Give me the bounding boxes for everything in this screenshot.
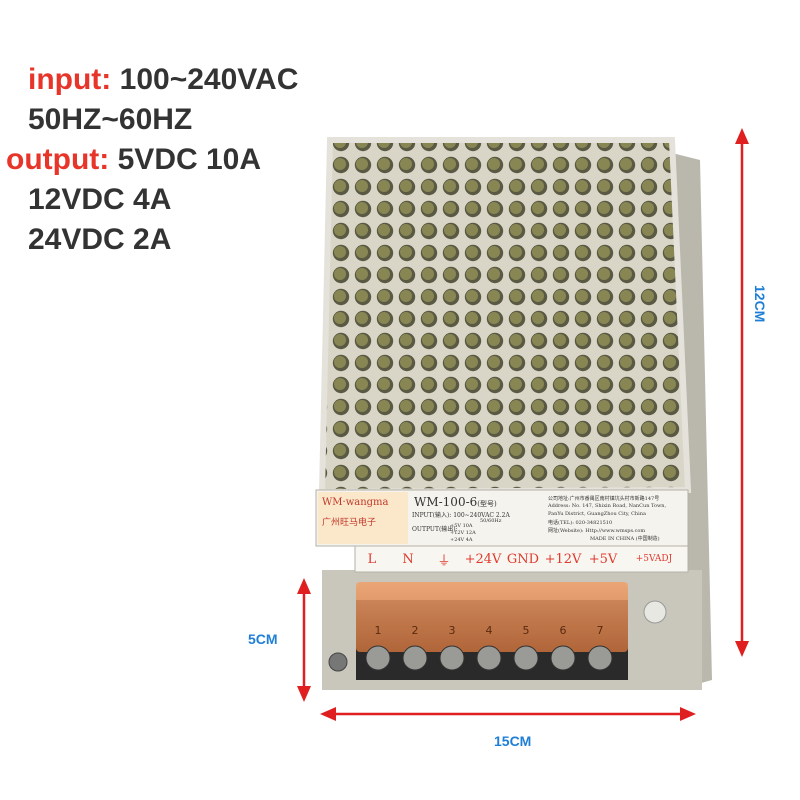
phone-number: 电话(TEL): 020-34821510 [548,520,613,526]
brand-name-cn: 广州旺马电子 [322,518,377,528]
adjust-potentiometer [643,600,667,624]
terminal-screw [550,645,576,671]
frequency-spec: 50HZ~60HZ [28,103,193,136]
address-en-2: PanYu District, GuangZhou City, China [548,511,646,517]
brand-name: WM·wangma [322,497,389,508]
output-key-label: output: [6,143,110,176]
terminal-label-5vadj: +5VADJ [635,554,673,564]
model-number: WM-100-6(型号) [414,495,497,509]
terminal-clear-cover [356,582,628,652]
model-name: WM-100-6 [414,495,478,509]
perforated-cover [320,139,690,494]
output-row-5v: +5V 10A [450,523,473,529]
dimension-height: 12CM [752,285,768,323]
depth-arrow [297,578,311,702]
terminal-screw [402,645,428,671]
screw-number: 6 [560,624,567,637]
screw-number: 1 [375,624,382,637]
screw-number: 5 [523,624,530,637]
input-spec-line: input: 100~240VAC [28,62,298,98]
input-rating: INPUT(输入): 100~240VAC 2.2A [412,512,510,519]
ground-screw [328,652,348,672]
terminal-screw [365,645,391,671]
brand-box [318,492,408,544]
output-title: OUTPUT(输出): [412,526,458,533]
terminal-label-5v: +5V [588,551,618,567]
terminal-screw [587,645,613,671]
frequency-rating: 50/60Hz [480,518,502,524]
terminal-label-12v: +12V [544,551,582,567]
screw-number: 3 [449,624,456,637]
model-suffix: (型号) [477,500,497,508]
made-in-china: MADE IN CHINA (中国制造) [590,536,660,542]
input-value: 100~240VAC [119,63,299,96]
terminal-label-gnd: GND [506,551,540,567]
output-24v-value: 24VDC 2A [28,223,172,256]
terminal-screws: 1 2 3 4 5 6 7 [365,624,613,671]
output-spec-line: output: 5VDC 10A [6,142,261,178]
terminal-label-ground: ⏚ [437,553,451,569]
output-row-24v: +24V 4A [450,537,473,543]
terminal-label-24v: +24V [464,551,502,567]
dimension-width: 15CM [494,733,532,749]
terminal-label-strip [354,545,689,573]
height-arrow [735,128,749,657]
screw-number: 2 [412,624,419,637]
website: 网址(Website): Http://www.wmsps.com [548,528,646,534]
terminal-screw [439,645,465,671]
dimension-depth: 5CM [248,631,278,647]
screw-number: 7 [597,624,604,637]
output-row-12v: +12V 12A [450,530,476,536]
input-key-label: input: [28,63,112,96]
address-cn: 公司地址:广州市番禺区南村镇坑头村市新路147号 [548,496,660,502]
terminal-screw [513,645,539,671]
terminal-label-l: L [367,551,377,567]
terminal-label-n: N [402,551,414,567]
output-12v-value: 12VDC 4A [28,183,172,216]
output-5v-value: 5VDC 10A [117,143,262,176]
address-en-1: Address: No. 147, Shixin Road, NanCun To… [548,503,667,509]
width-arrow [320,707,696,721]
screw-number: 4 [486,624,493,637]
terminal-screw [476,645,502,671]
